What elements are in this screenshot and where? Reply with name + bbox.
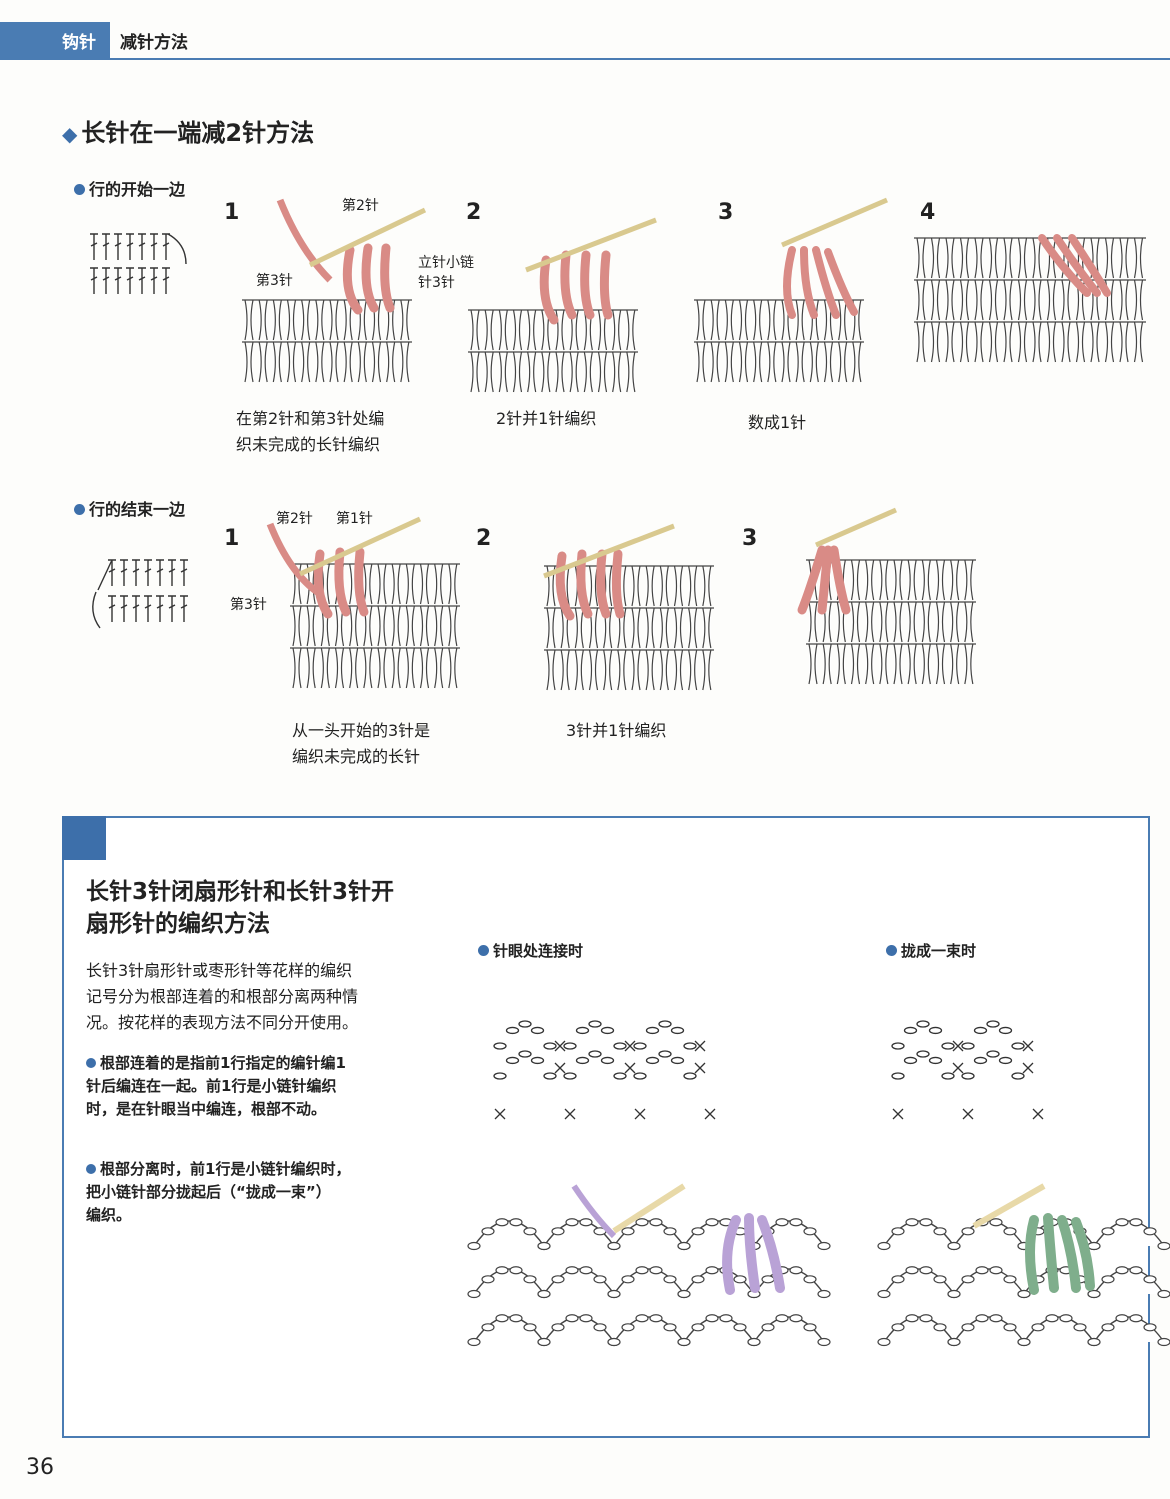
caption-end-step1-l1: 从一头开始的3针是	[292, 721, 431, 740]
bullet-dot-icon	[86, 1164, 96, 1174]
label-1st-stitch-end: 第1针	[336, 511, 373, 527]
bullet-dot-icon	[74, 504, 85, 515]
page-number: 36	[26, 1455, 54, 1480]
header-category: 钩针	[62, 33, 96, 53]
bullet-dot-icon	[886, 945, 897, 956]
mesh-illustration-bundled	[877, 1183, 1170, 1347]
header-rule	[110, 58, 1170, 60]
chain-chart-joined	[493, 1020, 716, 1120]
illustration-row-end-step3	[797, 507, 976, 685]
fig-left-label: 针眼处连接时	[478, 940, 583, 961]
symbol-chart-row-start	[90, 233, 187, 294]
caption-step2: 2针并1针编织	[496, 409, 597, 428]
info-box-title: 长针3针闭扇形针和长针3针开 扇形针的编织方法	[86, 879, 395, 937]
illustration-row-start-step3	[694, 197, 888, 383]
step-number: 2	[466, 200, 482, 225]
illustration-row-start-step1	[242, 198, 427, 383]
fabric-rows	[242, 299, 412, 383]
label-3rd-stitch: 第3针	[256, 273, 293, 289]
symbol-chart-row-end	[92, 559, 188, 629]
label-2nd-stitch: 第2针	[342, 198, 379, 214]
header-title: 减针方法	[120, 33, 188, 53]
chain-chart-bundled	[891, 1020, 1044, 1120]
bullet-dot-icon	[74, 184, 85, 195]
bullet-dot-icon	[86, 1058, 96, 1068]
row-end-label: 行的结束一边	[74, 496, 185, 520]
step-number: 3	[718, 200, 734, 225]
caption-step1-l1: 在第2针和第3针处编	[236, 409, 385, 428]
section-title-text: 长针在一端减2针方法	[81, 119, 315, 147]
label-chain-l1: 立针小链	[418, 255, 474, 271]
step-number: 2	[476, 526, 492, 551]
caption-end-step2: 3针并1针编织	[566, 721, 667, 740]
label-2nd-stitch-end: 第2针	[276, 511, 313, 527]
info-box-tab	[62, 816, 106, 860]
step-number: 4	[920, 200, 936, 225]
fig-right-label: 拢成一束时	[886, 940, 976, 961]
caption-step1-l2: 织未完成的长针编织	[236, 435, 381, 454]
info-box-paragraph: 长针3针扇形针或枣形针等花样的编织 记号分为根部连着的和根部分离两种情 况。按花…	[86, 961, 359, 1032]
info-box-bullet-2: 根部分离时，前1行是小链针编织时， 把小链针部分拢起后（“拢成一束”） 编织。	[86, 1160, 351, 1224]
info-box-bullet-1: 根部连着的是指前1行指定的编针编1 针后编连在一起。前1行是小链针编织 时，是在…	[86, 1054, 346, 1118]
caption-end-step1-l2: 编织未完成的长针	[292, 747, 421, 766]
illustration-row-end-step2	[543, 523, 714, 691]
illustration-row-start-step2	[468, 217, 657, 393]
illustration-row-end-step1	[266, 516, 460, 689]
diamond-bullet-icon: ◆	[62, 122, 78, 146]
caption-step3: 数成1针	[748, 413, 807, 432]
bullet-dot-icon	[478, 945, 489, 956]
label-chain-l2: 针3针	[418, 275, 455, 291]
row-start-label: 行的开始一边	[74, 176, 185, 200]
step-number: 3	[742, 526, 758, 551]
step-number: 1	[224, 200, 240, 225]
label-3rd-stitch-end: 第3针	[230, 597, 267, 613]
mesh-illustration-joined	[467, 1183, 831, 1347]
illustration-row-start-step4	[914, 234, 1146, 363]
header-tab-bar	[0, 22, 110, 60]
step-number: 1	[224, 526, 240, 551]
section-title: ◆长针在一端减2针方法	[62, 113, 314, 148]
